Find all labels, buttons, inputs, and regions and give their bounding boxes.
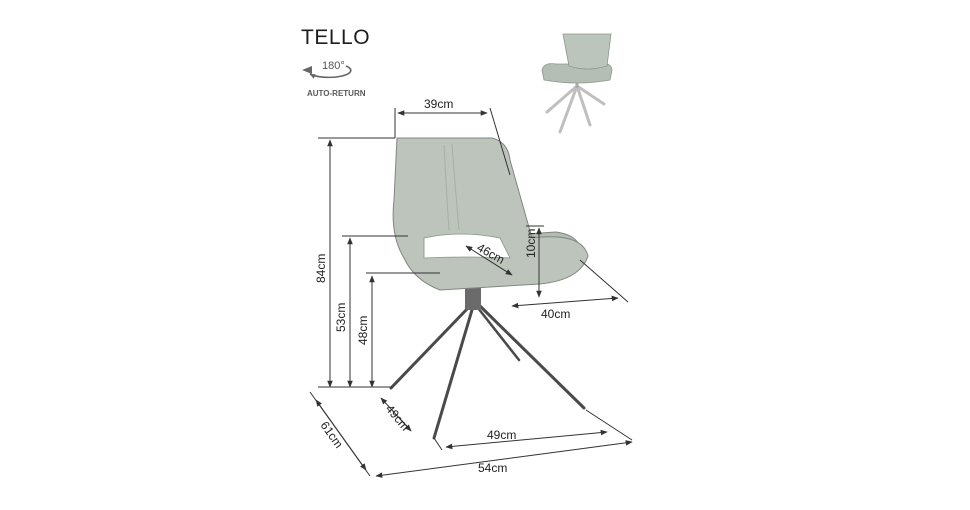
swivel-column [465, 282, 481, 310]
label-overall-depth: 61cm [318, 419, 346, 451]
label-backrest-width: 39cm [424, 97, 453, 111]
label-armrest-height: 53cm [334, 303, 348, 332]
rotation-angle-label: 180° [322, 60, 345, 72]
label-base-depth: 49cm [383, 402, 413, 433]
rotation-icon: 180° [302, 60, 352, 79]
label-seat-width: 40cm [541, 307, 570, 321]
label-base-width: 49cm [487, 428, 516, 442]
dimension-lines [309, 107, 633, 478]
label-seat-height: 48cm [356, 316, 370, 345]
label-total-height: 84cm [314, 254, 328, 283]
chair-main [389, 137, 589, 440]
label-armrest-above-seat: 10cm [524, 229, 538, 258]
label-overall-width: 54cm [478, 461, 507, 475]
swivel-base [389, 304, 586, 440]
product-name: TELLO [301, 26, 371, 49]
auto-return-label: AUTO-RETURN [307, 89, 366, 98]
chair-thumbnail [541, 33, 613, 134]
stitching [443, 143, 460, 231]
seat-back-shell [392, 137, 589, 291]
